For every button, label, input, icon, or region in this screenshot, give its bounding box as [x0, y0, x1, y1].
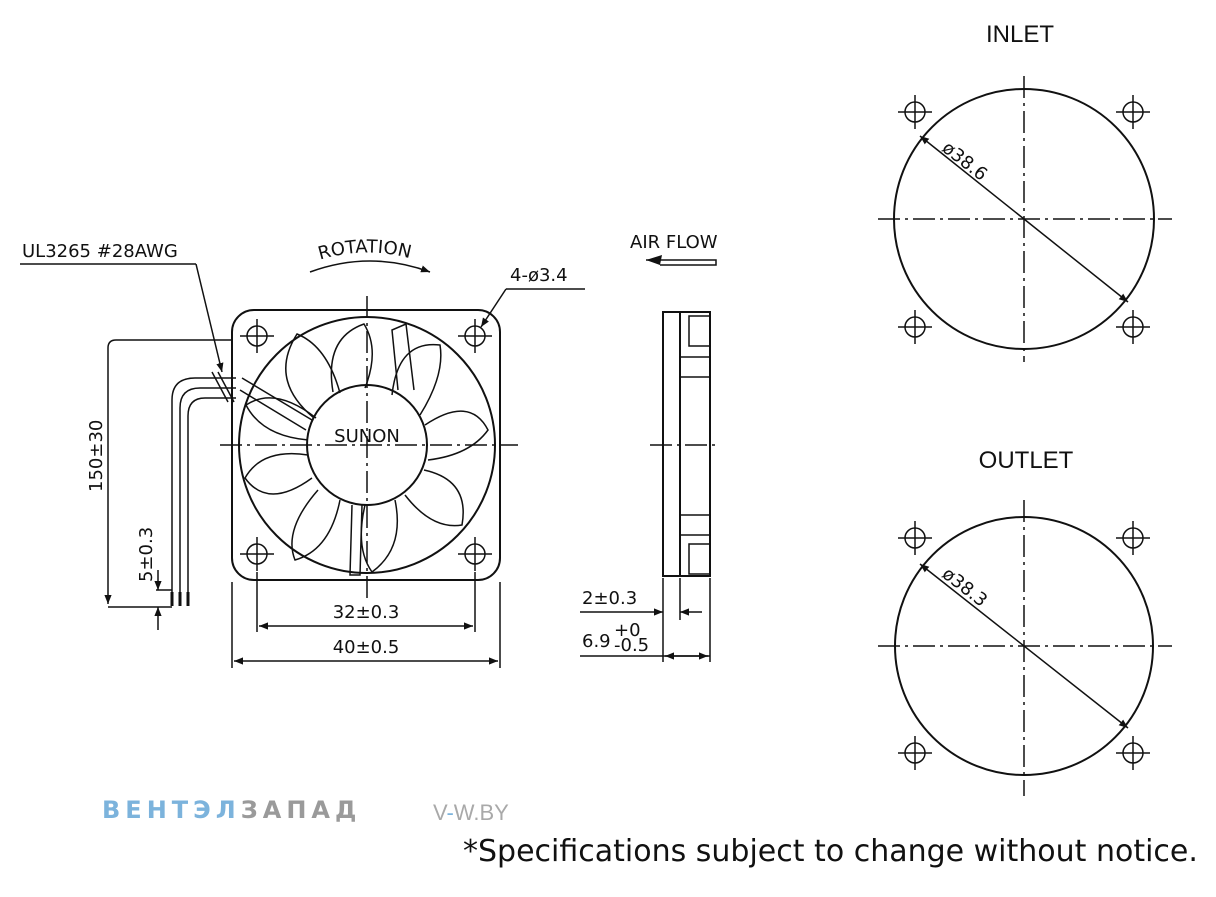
outlet-view: OUTLET ø38.3 — [878, 447, 1172, 796]
inlet-view: INLET ø38.6 — [878, 21, 1172, 362]
airflow-arrow-head — [646, 255, 662, 265]
disclaimer-note: *Specifications subject to change withou… — [463, 834, 1198, 869]
mount-hole-tr — [457, 318, 493, 354]
wire-spec-label: UL3265 #28AWG — [22, 241, 178, 262]
mount-hole-tl — [239, 318, 275, 354]
svg-text:40±0.5: 40±0.5 — [333, 637, 400, 658]
wire-label-leader — [195, 263, 224, 373]
svg-text:-0.5: -0.5 — [614, 635, 649, 656]
inlet-title: INLET — [986, 21, 1054, 48]
svg-text:150±30: 150±30 — [86, 420, 107, 492]
airflow-arrow-body — [646, 259, 717, 266]
svg-text:2±0.3: 2±0.3 — [582, 588, 637, 609]
svg-text:+0: +0 — [614, 620, 641, 641]
lead-wires — [171, 371, 236, 606]
holes-label-leader — [480, 288, 507, 328]
fan-thickness-dimension: 6.9 +0 -0.5 — [580, 578, 711, 662]
hub-brand-label: SUNON — [334, 426, 400, 447]
hole-pitch-dimension: 32±0.3 — [256, 572, 476, 632]
svg-text:32±0.3: 32±0.3 — [333, 602, 400, 623]
wire-ribs — [239, 322, 415, 576]
rotation-label: ROTATION — [316, 236, 414, 264]
wire-strip-ends — [170, 592, 190, 606]
site-watermark: V-W.BY — [433, 800, 509, 825]
outlet-diameter-label: ø38.3 — [938, 563, 991, 611]
svg-text:5±0.3: 5±0.3 — [136, 527, 157, 582]
mount-hole-br — [457, 536, 493, 572]
fan-blades — [244, 323, 489, 574]
inlet-diameter-label: ø38.6 — [938, 137, 991, 185]
brand-part1: ВЕНТЭЛ — [102, 796, 241, 824]
svg-text:6.9: 6.9 — [582, 631, 611, 652]
airflow-label: AIR FLOW — [630, 232, 718, 253]
brand-part2: ЗАПАД — [240, 796, 362, 824]
rotation-arrow — [309, 260, 431, 273]
strip-length-dimension: 5±0.3 — [136, 527, 172, 630]
frame-width-dimension: 40±0.5 — [231, 582, 501, 668]
outlet-title: OUTLET — [979, 447, 1074, 474]
mount-hole-bl — [239, 536, 275, 572]
lead-length-dimension: 150±30 — [86, 339, 232, 608]
front-view: SUNON — [220, 296, 518, 598]
side-view — [650, 311, 720, 577]
rib-thickness-dimension: 2±0.3 — [580, 578, 702, 662]
holes-label: 4-ø3.4 — [510, 265, 568, 286]
brand-watermark: ВЕНТЭЛЗАПАД — [102, 796, 361, 824]
